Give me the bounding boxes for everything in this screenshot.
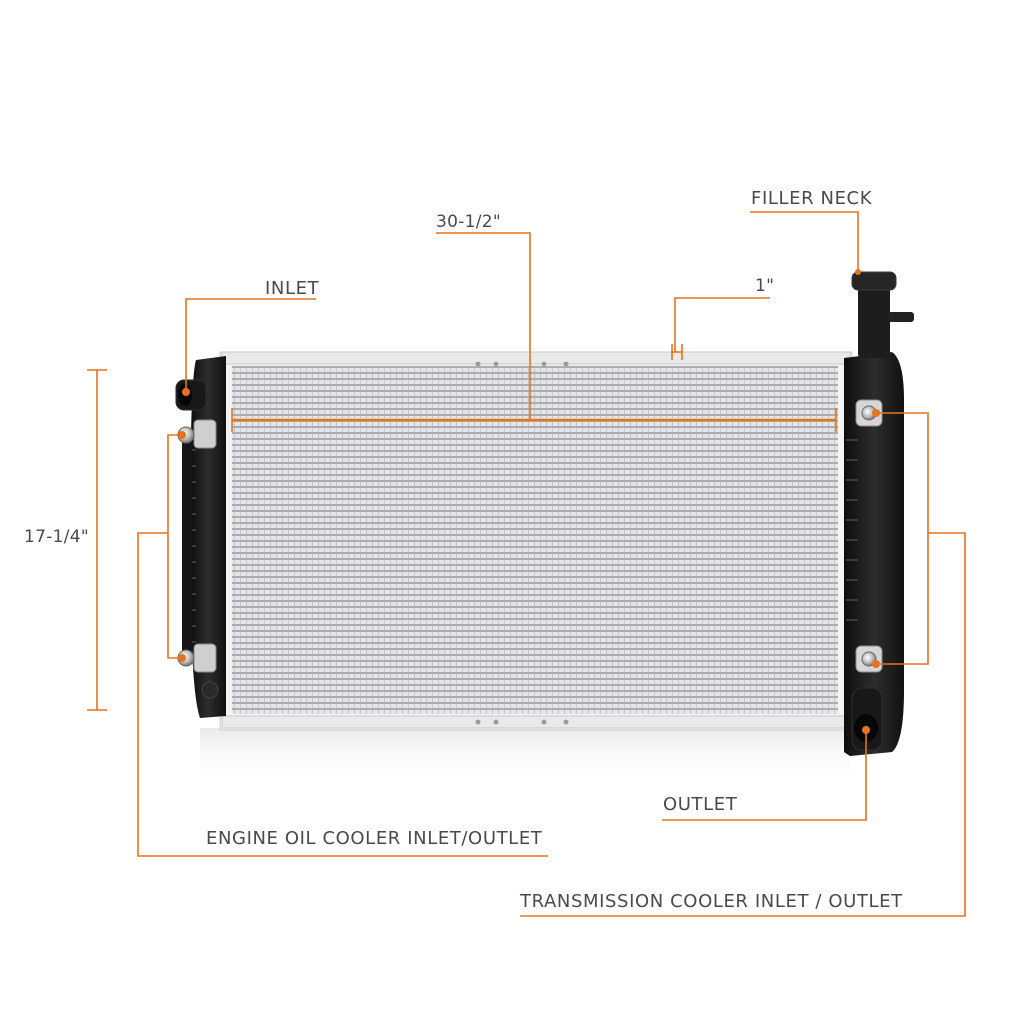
- left-drain-plug: [201, 681, 219, 699]
- bottom-rail-holes: [475, 719, 569, 725]
- outlet-pipe: [851, 687, 883, 751]
- inlet-pipe: [175, 379, 207, 411]
- width-dimension-label: 30-1/2": [436, 212, 502, 232]
- oil-cooler-leader: [167, 434, 182, 659]
- thickness-dimension-label: 1": [755, 276, 775, 296]
- inlet-label: INLET: [265, 278, 320, 299]
- transmission-fitting-top: [855, 399, 883, 427]
- outlet-leader: [662, 730, 867, 821]
- top-rail-holes: [475, 361, 569, 367]
- height-dimension-label: 17-1/4": [24, 527, 90, 547]
- width-leader: [436, 232, 531, 420]
- transmission-leader: [876, 412, 929, 665]
- top-rail: [221, 351, 851, 365]
- floor-reflection: [200, 728, 850, 783]
- thickness-leader: [674, 297, 770, 352]
- bottom-rail: [221, 715, 851, 729]
- outlet-label: OUTLET: [663, 794, 738, 815]
- filler-neck-leader: [750, 211, 859, 272]
- callout-lines: [87, 211, 966, 917]
- engine-oil-cooler-label: ENGINE OIL COOLER INLET/OUTLET: [206, 828, 543, 849]
- transmission-cooler-label: TRANSMISSION COOLER INLET / OUTLET: [520, 891, 903, 912]
- filler-neck: [851, 271, 914, 358]
- callout-dots: [178, 269, 880, 734]
- inlet-leader: [185, 298, 316, 392]
- transmission-fitting-bottom: [855, 645, 883, 673]
- filler-neck-label: FILLER NECK: [751, 188, 873, 209]
- radiator-core: [232, 366, 838, 714]
